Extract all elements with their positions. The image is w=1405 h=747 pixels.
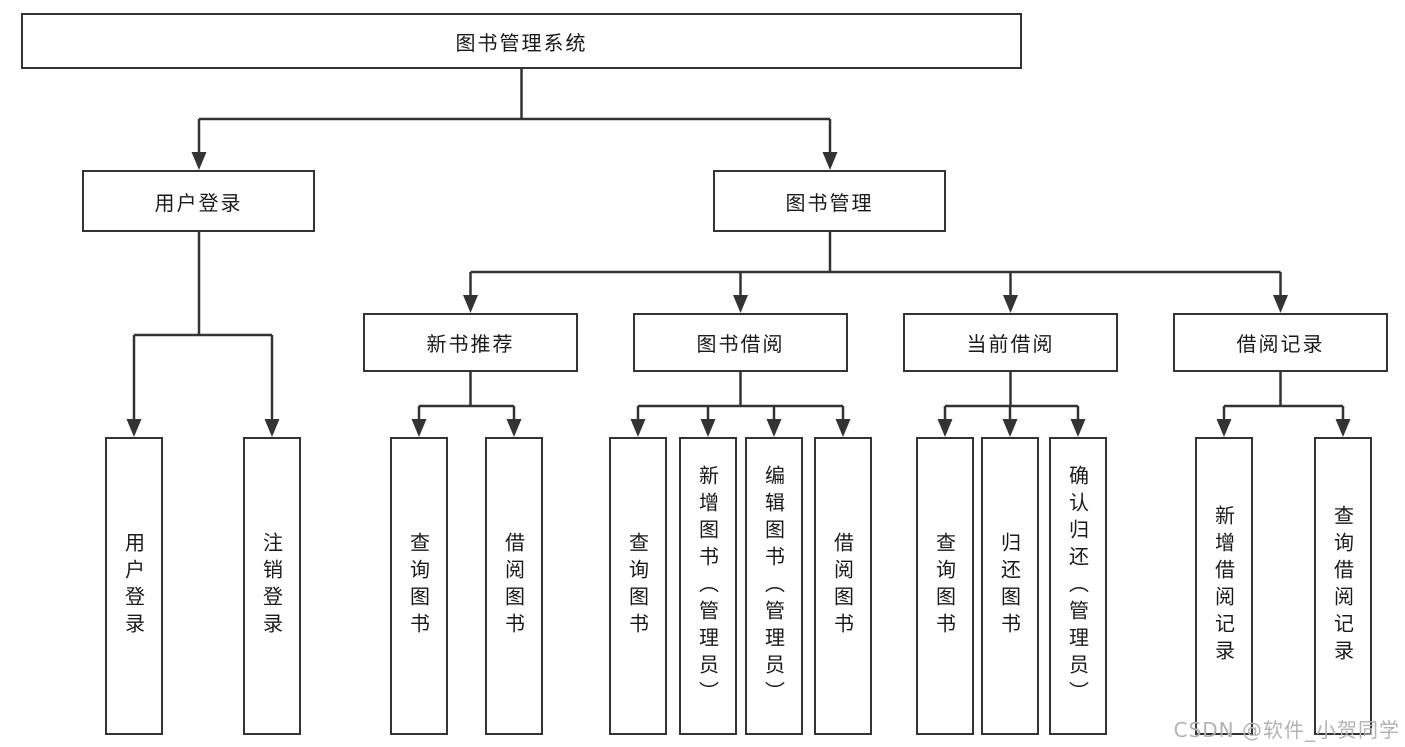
leaf-recommend-borrow-books: 借阅图书: [485, 437, 543, 735]
leaf-current-return-books: 归还图书: [981, 437, 1039, 735]
node-borrowing-records: 借阅记录: [1173, 313, 1388, 372]
leaf-borrowing-borrow-books: 借阅图书: [814, 437, 872, 735]
leaf-records-add-borrow-record: 新增借阅记录: [1195, 437, 1253, 735]
csdn-watermark: CSDN @软件_小贺同学: [1173, 718, 1400, 742]
leaf-records-query-borrow-record: 查询借阅记录: [1314, 437, 1372, 735]
node-current-borrowing: 当前借阅: [903, 313, 1118, 372]
node-user-login: 用户登录: [82, 170, 315, 232]
leaf-current-confirm-return-admin: 确认归还（管理员）: [1049, 437, 1107, 735]
leaf-borrowing-query-books: 查询图书: [609, 437, 667, 735]
node-book-borrowing: 图书借阅: [633, 313, 848, 372]
leaf-logout: 注销登录: [243, 437, 301, 735]
leaf-user-login: 用户登录: [105, 437, 163, 735]
node-book-management: 图书管理: [713, 170, 946, 232]
leaf-borrowing-add-books-admin: 新增图书（管理员）: [679, 437, 737, 735]
leaf-borrowing-edit-books-admin: 编辑图书（管理员）: [745, 437, 803, 735]
node-new-book-recommendation: 新书推荐: [363, 313, 578, 372]
leaf-current-query-books: 查询图书: [916, 437, 974, 735]
leaf-recommend-query-books: 查询图书: [390, 437, 448, 735]
node-root: 图书管理系统: [21, 13, 1022, 69]
